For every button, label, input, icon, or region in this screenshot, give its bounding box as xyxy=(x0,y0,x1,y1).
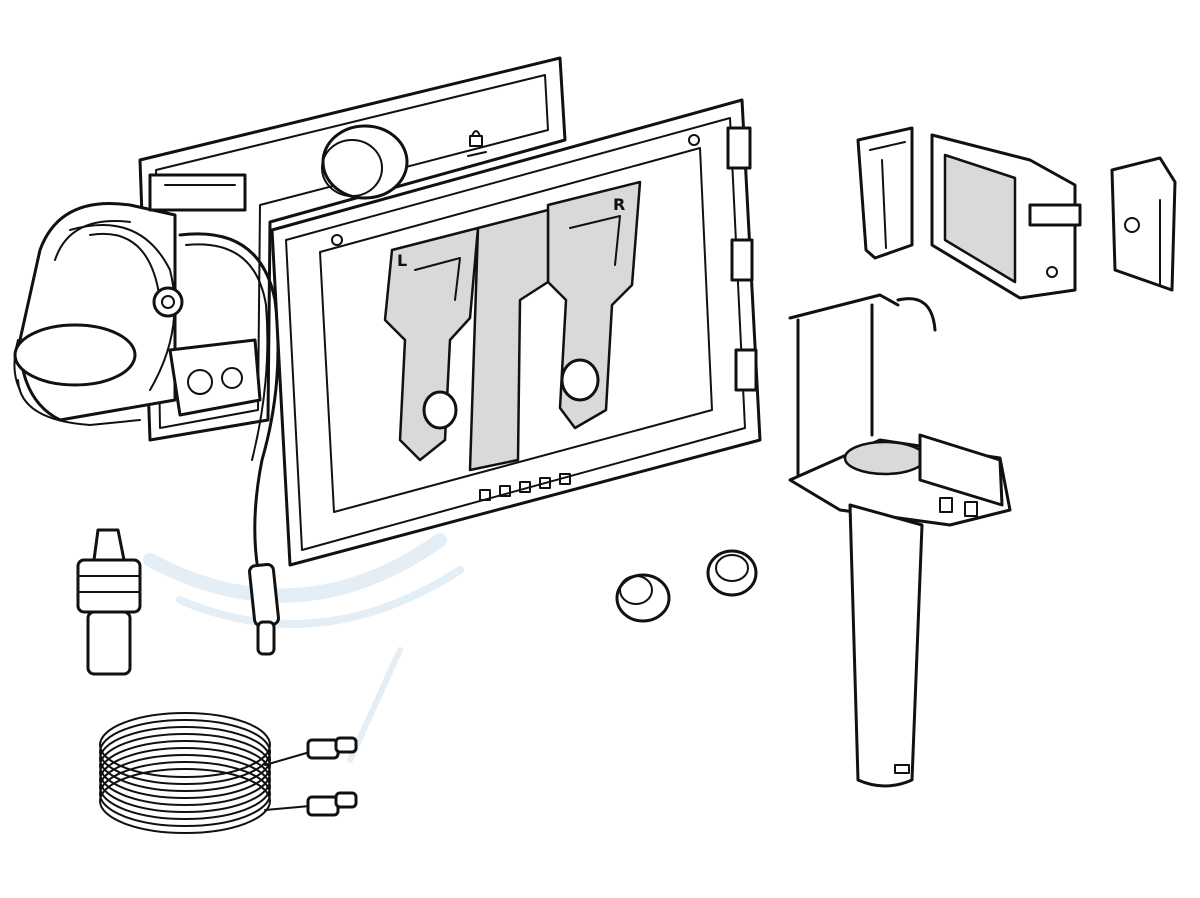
filter-sachet xyxy=(856,126,914,260)
nozzle-holder xyxy=(788,293,1012,788)
bowl-unit xyxy=(13,173,262,426)
small-bracket xyxy=(1110,156,1177,292)
frame-label-right: R xyxy=(613,195,625,214)
connector-adapter xyxy=(76,528,142,676)
mounting-frame: L R xyxy=(270,98,762,567)
coiled-cable xyxy=(99,712,358,834)
watermark xyxy=(143,533,464,763)
frame-label-left: L xyxy=(397,251,407,270)
odour-filter xyxy=(930,133,1082,300)
cover-caps xyxy=(615,549,758,623)
sensor-cable xyxy=(178,232,280,656)
